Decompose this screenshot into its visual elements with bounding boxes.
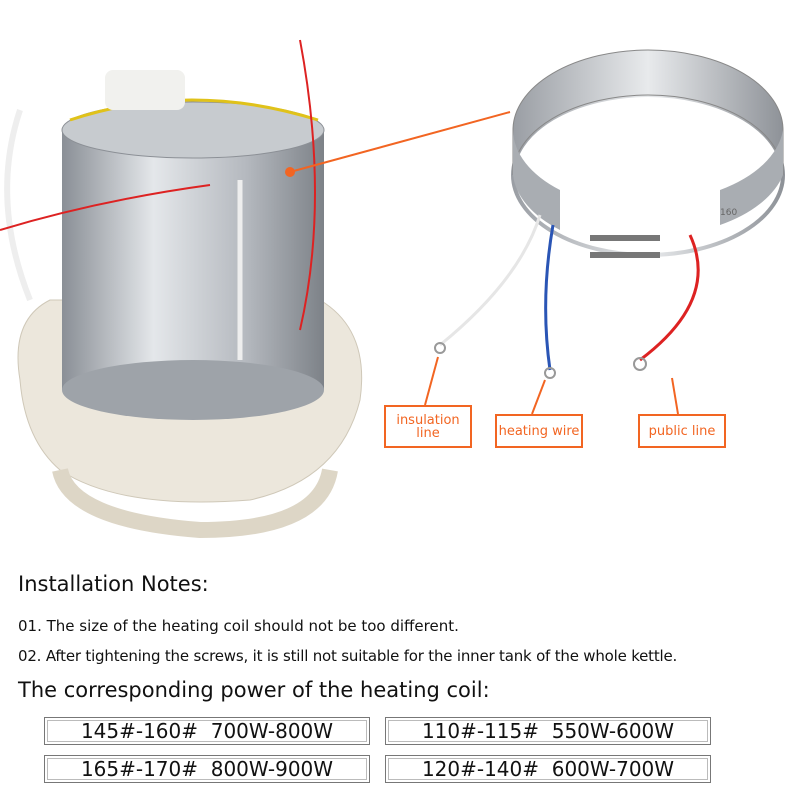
kettle-image (0, 39, 363, 539)
pointer-line (289, 111, 511, 173)
power-title: The corresponding power of the heating c… (18, 678, 490, 702)
heating-wire-label: heating wire (495, 414, 583, 448)
heating-coil-image: 160 (434, 49, 785, 379)
insulation-line-label: insulation line (384, 405, 472, 448)
public-line-label: public line (638, 414, 726, 448)
note-item: 01. The size of the heating coil should … (18, 617, 459, 635)
note-item: 02. After tightening the screws, it is s… (18, 647, 678, 665)
product-illustration: 160 (0, 39, 785, 539)
power-row: 120#-140# 600W-700W (385, 755, 711, 783)
power-row: 145#-160# 700W-800W (44, 717, 370, 745)
label-pointers (424, 356, 679, 415)
ring-stamp: 160 (720, 208, 737, 218)
power-row: 110#-115# 550W-600W (385, 717, 711, 745)
power-row: 165#-170# 800W-900W (44, 755, 370, 783)
installation-notes-title: Installation Notes: (18, 572, 209, 596)
